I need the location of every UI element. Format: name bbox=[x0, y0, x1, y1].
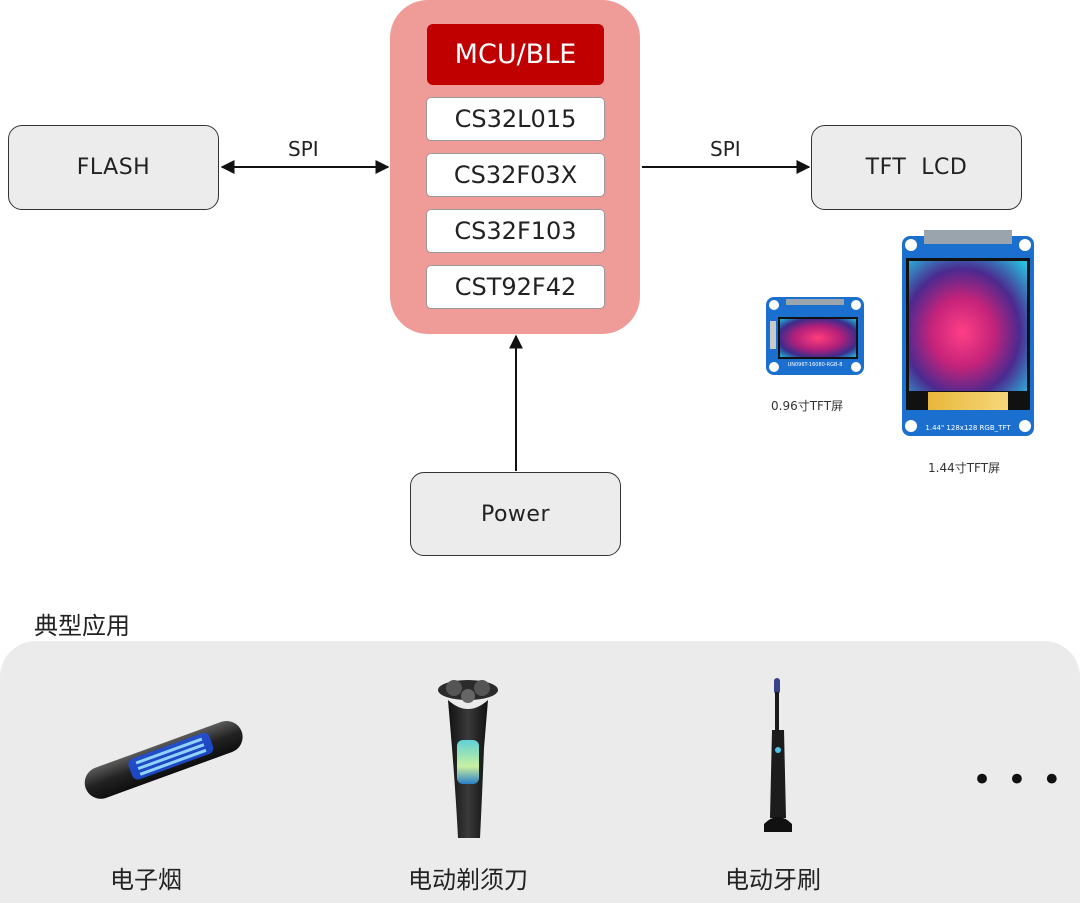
app-label-e-cigarette: 电子烟 bbox=[110, 866, 182, 894]
large-tft-silkscreen: 1.44" 128x128 RGB_TFT bbox=[925, 424, 1011, 432]
app-label-shaver: 电动剃须刀 bbox=[408, 866, 528, 894]
large-tft-module-image: 1.44" 128x128 RGB_TFT bbox=[902, 230, 1034, 436]
applications-title: 典型应用 bbox=[34, 612, 130, 640]
chip-cs32f103: CS32F103 bbox=[426, 209, 605, 253]
spi-left-label: SPI bbox=[288, 137, 319, 161]
more-ellipsis: • • • bbox=[972, 760, 1064, 800]
tft-lcd-block: TFT LCD bbox=[811, 125, 1022, 210]
small-tft-caption: 0.96寸TFT屏 bbox=[771, 399, 844, 413]
chip-cs32l015: CS32L015 bbox=[426, 97, 605, 141]
e-cigarette-image bbox=[84, 720, 243, 799]
power-block: Power bbox=[410, 472, 621, 556]
small-tft-module-image: UN096T-16080-RGB-8 bbox=[766, 297, 864, 375]
shaver-image bbox=[438, 680, 498, 838]
spi-right-label: SPI bbox=[710, 137, 741, 161]
applications-panel bbox=[0, 641, 1080, 903]
mcu-title: MCU/BLE bbox=[427, 24, 604, 85]
flash-block: FLASH bbox=[8, 125, 219, 210]
power-label: Power bbox=[480, 501, 550, 527]
chip-cs32f03x: CS32F03X bbox=[426, 153, 605, 197]
tft-lcd-label: TFT LCD bbox=[865, 155, 968, 180]
app-label-toothbrush: 电动牙刷 bbox=[725, 866, 821, 894]
small-tft-silkscreen: UN096T-16080-RGB-8 bbox=[788, 362, 843, 368]
large-tft-caption: 1.44寸TFT屏 bbox=[928, 461, 1001, 475]
toothbrush-image bbox=[764, 678, 792, 832]
chip-cst92f42: CST92F42 bbox=[426, 265, 605, 309]
flash-label: FLASH bbox=[76, 155, 151, 180]
